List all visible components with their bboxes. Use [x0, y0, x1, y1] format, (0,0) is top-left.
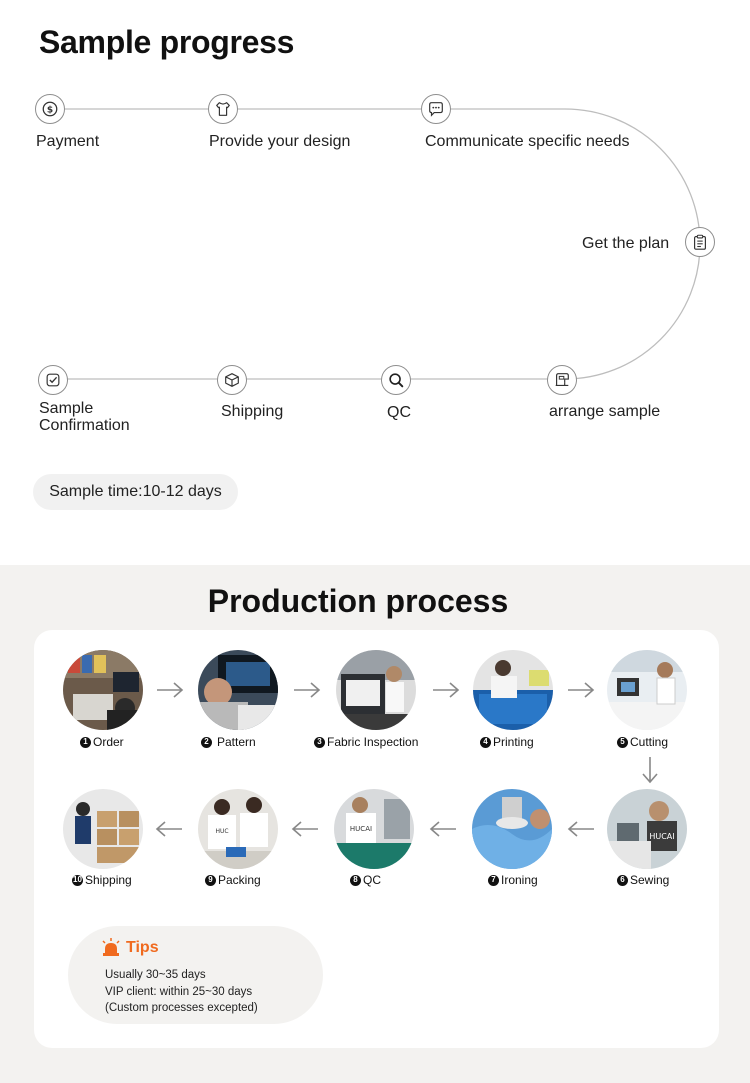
sample-progress-section: Sample progress $ Payment Provide your d… [33, 24, 715, 510]
arrow-right-icon [156, 680, 184, 700]
step-number-badge: 10 [72, 874, 83, 886]
step-confirmation-node [38, 365, 68, 395]
tips-line: Usually 30~35 days [105, 969, 206, 981]
qc-photo: HUCAI [334, 789, 414, 869]
chat-bubble-icon [429, 102, 443, 117]
svg-text:HUC: HUC [215, 828, 228, 835]
step-text: Order [93, 735, 124, 749]
tips-title: Tips [126, 939, 159, 956]
step-arrange-label: arrange sample [549, 403, 661, 420]
step-text: Pattern [217, 735, 256, 749]
arrow-right-icon [432, 680, 460, 700]
step-design-label: Provide your design [209, 133, 351, 150]
svg-text:HUCAI: HUCAI [350, 825, 372, 833]
tshirt-icon [216, 102, 230, 116]
fabric-inspection-photo [336, 650, 416, 730]
step-number-badge: 2 [201, 736, 212, 748]
production-process-title: Production process [207, 583, 509, 619]
tips-line: VIP client: within 25~30 days [105, 986, 253, 998]
step-number-badge: 6 [617, 874, 628, 886]
shipping-photo [63, 789, 143, 869]
step-plan-label: Get the plan [582, 235, 670, 252]
step-design-node [208, 94, 238, 124]
step-payment-node: $ [35, 94, 65, 124]
step-text: Sewing [630, 873, 670, 887]
step-text: QC [363, 873, 381, 887]
step-arrange-node [547, 365, 577, 395]
step-shipping-node [217, 365, 247, 395]
order-photo [63, 650, 143, 730]
step-text: Printing [493, 735, 534, 749]
step-qc-node [381, 365, 411, 395]
alarm-light-icon [102, 938, 120, 956]
step-text: Packing [218, 873, 261, 887]
pattern-photo [198, 650, 278, 730]
step-number-badge: 3 [314, 736, 325, 748]
tips-line: (Custom processes excepted) [105, 1002, 258, 1014]
step-plan-node [685, 227, 715, 257]
packing-photo: HUC [198, 789, 278, 869]
arrow-right-icon [293, 680, 321, 700]
package-box-icon [225, 373, 239, 387]
arrow-left-icon [155, 819, 183, 839]
step-pattern-label: 2 Pattern [201, 735, 256, 749]
sewing-machine-icon [555, 373, 569, 386]
step-communicate-label: Communicate specific needs [425, 133, 630, 150]
arrow-down-icon [640, 756, 660, 784]
tips-header: Tips [100, 938, 159, 958]
clipboard-icon [694, 234, 706, 250]
printing-photo [473, 650, 553, 730]
svg-text:HUCAI: HUCAI [649, 832, 674, 841]
sample-time-badge: Sample time:10-12 days [33, 474, 238, 510]
arrow-right-icon [567, 680, 595, 700]
step-text: Cutting [630, 735, 669, 749]
cutting-photo [607, 650, 687, 730]
sewing-photo: HUCAI [607, 789, 687, 869]
magnifier-icon [389, 373, 404, 388]
ironing-photo [472, 789, 552, 869]
step-qc-label: QC [387, 404, 411, 421]
step-text: Ironing [501, 873, 538, 887]
step-number-badge: 5 [617, 736, 628, 748]
step-number-badge: 1 [80, 736, 91, 748]
step-text: Fabric Inspection [327, 735, 419, 749]
step-communicate-node [421, 94, 451, 124]
step-payment-label: Payment [36, 133, 100, 150]
arrow-left-icon [291, 819, 319, 839]
sample-progress-title: Sample progress [39, 24, 295, 60]
checkbox-icon [46, 373, 60, 387]
step-confirmation-label: Sample Confirmation [39, 400, 130, 434]
step-shipping-label: Shipping [221, 403, 284, 420]
step-number-badge: 8 [350, 874, 361, 886]
tips-box: Tips Usually 30~35 days VIP client: with… [68, 926, 323, 1024]
arrow-left-icon [567, 819, 595, 839]
step-text: Shipping [85, 873, 132, 887]
step-number-badge: 9 [205, 874, 216, 886]
step-number-badge: 4 [480, 736, 491, 748]
dollar-coin-icon: $ [42, 101, 58, 117]
svg-text:$: $ [47, 106, 53, 116]
arrow-left-icon [429, 819, 457, 839]
step-number-badge: 7 [488, 874, 499, 886]
